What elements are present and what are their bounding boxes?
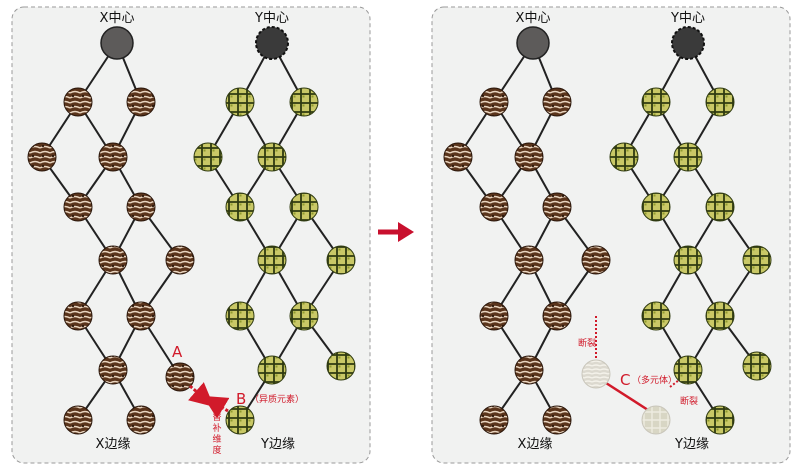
dimension-note-4: 度 [212, 444, 221, 456]
right-y-nodes [609, 87, 772, 435]
faded-node-from-y [641, 405, 671, 435]
x-node [126, 192, 156, 222]
y-node [705, 301, 735, 331]
y-node [609, 142, 639, 172]
x-node [479, 301, 509, 331]
y-node [193, 142, 223, 172]
x-node [63, 405, 93, 435]
y-node [289, 301, 319, 331]
replace-arrow-a-to-b [188, 382, 215, 407]
dimension-note-2: 补 [212, 422, 221, 434]
x-node [98, 142, 128, 172]
dimension-note-3: 维 [212, 433, 221, 445]
y-node [673, 355, 703, 385]
right-x-center-label: X中心 [516, 11, 551, 26]
right-panel [431, 6, 791, 464]
x-node [98, 355, 128, 385]
y-node [673, 142, 703, 172]
y-node [289, 87, 319, 117]
break-label-x: 断裂 [578, 337, 596, 349]
left-x-edge-label: X边缘 [96, 437, 131, 452]
x-node [542, 301, 572, 331]
multi-body-c-label: C [620, 371, 630, 389]
right-y-center-node [671, 26, 705, 60]
y-node [326, 351, 356, 381]
y-node-b [225, 405, 255, 435]
x-node [542, 192, 572, 222]
y-node [225, 301, 255, 331]
right-x-lattice [457, 42, 597, 421]
left-x-center-node [100, 26, 134, 60]
node-b-note: （异质元素） [250, 393, 304, 405]
right-x-center-node [516, 26, 550, 60]
left-y-nodes [193, 87, 356, 435]
right-y-edge-label: Y边缘 [674, 437, 709, 452]
left-x-nodes [27, 87, 195, 435]
y-node [641, 87, 671, 117]
left-y-center-label: Y中心 [254, 11, 289, 26]
y-node [673, 245, 703, 275]
x-node [479, 405, 509, 435]
node-b-label: B [236, 390, 246, 408]
left-x-center-label: X中心 [100, 11, 135, 26]
x-node [63, 87, 93, 117]
x-node [479, 192, 509, 222]
x-node-a [165, 362, 195, 392]
left-panel [11, 6, 371, 464]
y-node [225, 192, 255, 222]
left-x-lattice [41, 42, 181, 421]
right-y-lattice [623, 42, 758, 421]
x-node [581, 245, 611, 275]
y-node [641, 301, 671, 331]
y-node [326, 245, 356, 275]
x-node [126, 405, 156, 435]
y-node [257, 245, 287, 275]
x-node [126, 87, 156, 117]
x-node [443, 142, 473, 172]
y-node [742, 245, 772, 275]
x-node [542, 405, 572, 435]
x-node [479, 87, 509, 117]
left-y-lattice [207, 42, 342, 421]
x-node [126, 301, 156, 331]
x-node [514, 355, 544, 385]
node-a-label: A [172, 343, 183, 361]
x-node [514, 142, 544, 172]
right-x-nodes [443, 87, 611, 435]
x-node [27, 142, 57, 172]
y-node [257, 355, 287, 385]
y-node [257, 142, 287, 172]
x-node [98, 245, 128, 275]
x-node [165, 245, 195, 275]
y-node [289, 192, 319, 222]
replace-arrow-b-to-a [202, 395, 230, 419]
x-node [514, 245, 544, 275]
faded-node-from-x [581, 359, 611, 389]
arrow-right-icon [378, 222, 414, 242]
y-node [705, 87, 735, 117]
y-node [742, 351, 772, 381]
multi-body-c-note: （多元体） [632, 374, 677, 386]
x-node [63, 301, 93, 331]
left-y-center-node [255, 26, 289, 60]
multi-body-link [605, 381, 649, 412]
dimension-note-1: 替 [212, 411, 221, 423]
left-y-edge-label: Y边缘 [260, 437, 295, 452]
right-x-edge-label: X边缘 [518, 437, 553, 452]
x-node [63, 192, 93, 222]
break-label-y: 断裂 [680, 395, 698, 407]
y-node [641, 192, 671, 222]
right-y-center-label: Y中心 [670, 11, 705, 26]
y-node [225, 87, 255, 117]
x-node [542, 87, 572, 117]
y-node [705, 405, 735, 435]
y-node [705, 192, 735, 222]
